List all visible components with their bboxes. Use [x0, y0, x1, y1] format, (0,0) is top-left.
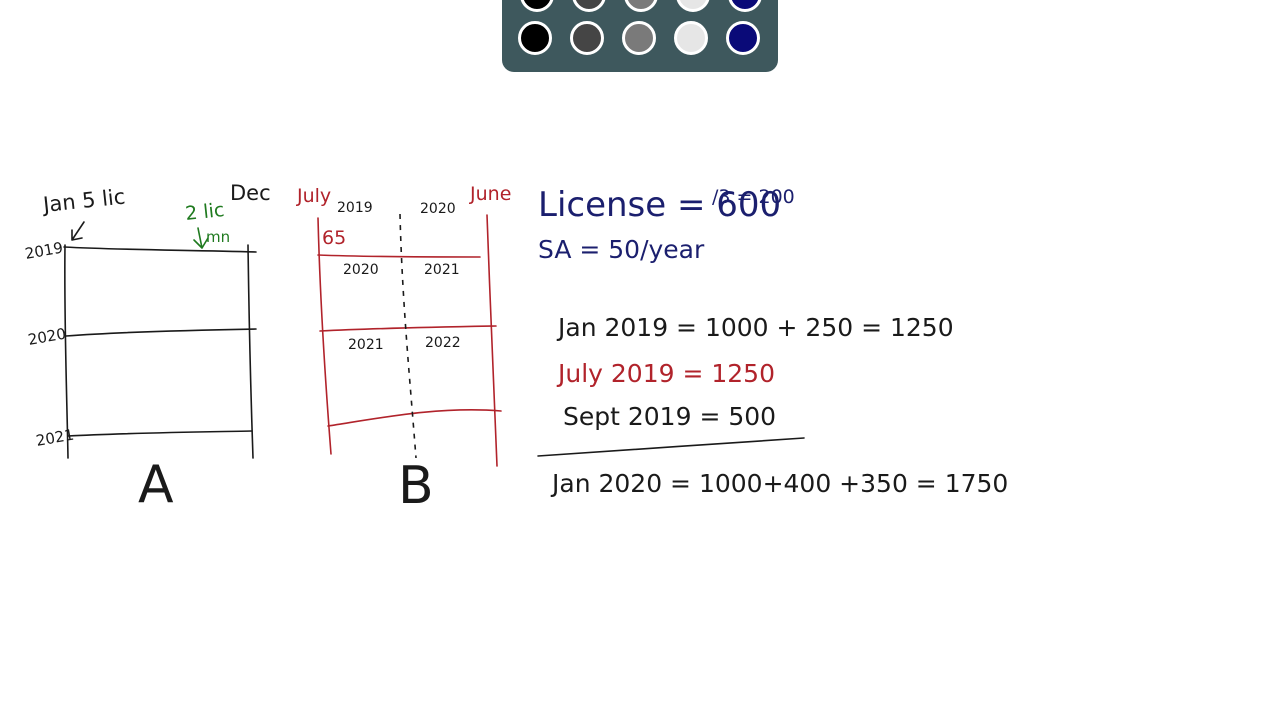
diagram-b-row3-left: 2021	[348, 337, 384, 353]
color-swatch-black[interactable]	[518, 21, 552, 55]
color-swatch-light-gray[interactable]	[674, 21, 708, 55]
diagram-a-start-label: Jan 5 lic	[40, 185, 126, 218]
diagram-a-year-1: 2019	[24, 239, 65, 263]
diagram-a-row-line-3	[67, 430, 253, 437]
license-line: License = 600	[538, 185, 781, 225]
diagram-b-right-edge	[486, 214, 498, 467]
diagram-b-row-line-2	[319, 325, 497, 332]
diagram-b-row1-right: 2020	[420, 201, 456, 217]
diagram-b-end-month: June	[469, 183, 511, 205]
color-swatch-gray[interactable]	[622, 21, 656, 55]
diagram-b-row1-left: 2019	[337, 200, 373, 216]
diagram-a: Jan 5 lic 2 lic Dec mn 2019 2020 2021 A	[24, 181, 271, 515]
diagram-b-start-month: July	[296, 185, 331, 207]
diagram-b-midline	[399, 213, 417, 459]
diagram-a-row-line-2	[65, 328, 257, 337]
diagram-a-end-arrow	[193, 227, 209, 249]
diagram-b-row2-left: 2020	[343, 262, 379, 278]
calc-divider-line	[537, 437, 805, 457]
diagram-a-start-arrow	[71, 221, 85, 241]
diagram-a-year-3: 2021	[35, 426, 76, 450]
diagram-b-row2-right: 2021	[424, 262, 460, 278]
diagram-a-end-note: mn	[206, 228, 230, 246]
diagram-b-left-edge	[317, 217, 332, 455]
diagram-a-end-label-part1: 2 lic	[184, 199, 225, 225]
calculation-notes: License = 600 /3 = 200 SA = 50/year Jan …	[537, 185, 1008, 498]
diagram-a-caption: A	[138, 455, 174, 515]
diagram-b-row-line-3	[327, 409, 502, 427]
diagram-a-year-2: 2020	[27, 325, 68, 349]
calc-july-2019: July 2019 = 1250	[556, 359, 775, 388]
calc-jan-2019: Jan 2019 = 1000 + 250 = 1250	[556, 313, 954, 342]
color-swatch-navy[interactable]	[726, 21, 760, 55]
diagram-b-row3-right: 2022	[425, 335, 461, 351]
diagram-b: July June 65 2019 2020 2020 2021 2021 20…	[296, 183, 511, 516]
license-division: /3 = 200	[712, 186, 795, 208]
diagram-a-right-edge	[247, 244, 254, 459]
diagram-b-row-line-1	[317, 254, 481, 258]
diagram-a-end-label-part2: Dec	[230, 181, 271, 205]
color-swatch-dark-gray[interactable]	[570, 21, 604, 55]
diagram-a-row-line-1	[63, 246, 257, 253]
diagram-b-start-value: 65	[322, 227, 346, 249]
calc-jan-2020: Jan 2020 = 1000+400 +350 = 1750	[550, 469, 1008, 498]
calc-sept-2019: Sept 2019 = 500	[563, 402, 776, 431]
sa-line: SA = 50/year	[538, 235, 705, 264]
color-palette-toolbar	[502, 0, 778, 72]
diagram-b-caption: B	[398, 456, 434, 516]
